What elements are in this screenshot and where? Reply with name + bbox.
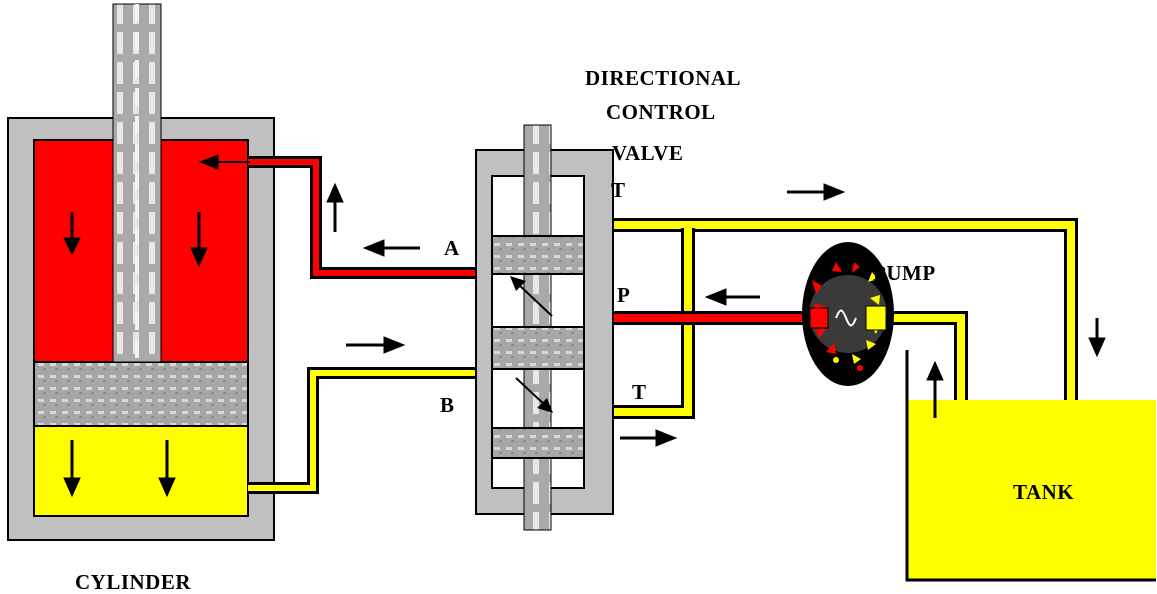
cylinder-label: CYLINDER xyxy=(75,570,192,594)
arrow-down-icon xyxy=(63,440,81,498)
arrow-down-icon xyxy=(1088,318,1106,358)
pipe-port-b-return xyxy=(248,367,485,494)
cylinder-piston xyxy=(33,361,249,427)
valve-flow-arrow-p-to-a xyxy=(510,276,553,317)
port-b-label: B xyxy=(440,393,455,417)
valve-title-line-3: VALVE xyxy=(612,141,684,165)
tank xyxy=(905,350,1156,582)
valve-spool-land-top xyxy=(491,235,585,275)
valve-flow-arrow-b-to-t xyxy=(515,377,553,413)
pump-inlet-yellow xyxy=(865,305,887,331)
valve-title-line-1: DIRECTIONAL xyxy=(585,66,742,90)
arrow-left-icon xyxy=(704,288,760,306)
port-t-top-label: T xyxy=(611,178,626,202)
pump-gear-teeth xyxy=(812,262,880,371)
directional-control-valve xyxy=(475,124,614,531)
cylinder xyxy=(7,3,275,541)
arrow-up-icon xyxy=(926,360,944,418)
arrow-right-icon xyxy=(346,336,406,354)
flow-arrows xyxy=(63,154,1106,498)
valve-spool-land-bottom xyxy=(491,427,585,459)
port-p-label: P xyxy=(617,283,631,307)
pump-label: PUMP xyxy=(873,261,936,285)
arrow-down-icon xyxy=(158,440,176,498)
arrow-down-icon xyxy=(190,212,208,268)
arrow-down-icon xyxy=(63,212,81,256)
arrow-right-icon xyxy=(620,429,678,447)
arrow-left-icon xyxy=(198,154,250,170)
pump-outlet-red xyxy=(809,307,829,329)
pump xyxy=(802,242,894,386)
tank-fluid xyxy=(907,400,1156,580)
arrow-right-icon xyxy=(787,183,846,201)
valve-title-line-2: CONTROL xyxy=(606,100,716,124)
arrow-left-icon xyxy=(362,239,420,257)
port-a-label: A xyxy=(444,236,460,260)
valve-spool-land-middle xyxy=(491,326,585,370)
tank-label: TANK xyxy=(1013,480,1075,504)
tank-walls xyxy=(905,350,1156,582)
arrow-up-icon xyxy=(326,182,344,232)
cylinder-cap-side-chamber xyxy=(33,425,249,517)
port-t-bottom-label: T xyxy=(632,380,647,404)
